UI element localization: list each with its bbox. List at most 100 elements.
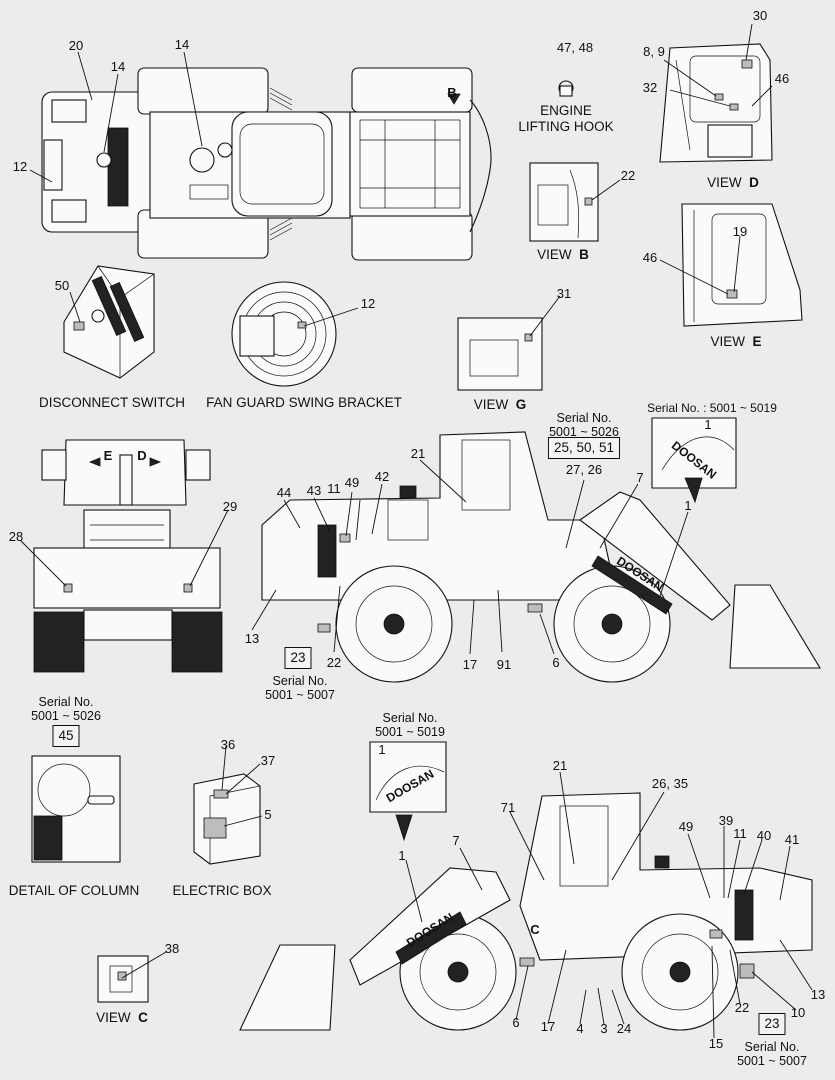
callout-l-22: 22 — [326, 655, 342, 670]
serial-brand-lower-range: 5001 ~ 5019 — [375, 725, 445, 739]
callout-r-1b: 1 — [378, 742, 386, 757]
callout-f-29: 29 — [222, 499, 238, 514]
serial-note-brand-lower: Serial No. 5001 ~ 5019 — [375, 711, 445, 739]
engine-lifting-hook-drawing — [558, 80, 574, 97]
serial-step-right-range: 5001 ~ 5007 — [737, 1054, 807, 1068]
serial-step-note-right: Serial No. 5001 ~ 5007 — [737, 1040, 807, 1068]
serial-step-right-title: Serial No. — [744, 1040, 800, 1054]
electric-box-caption: ELECTRIC BOX — [172, 883, 272, 898]
callout-l-1: 1 — [684, 498, 692, 513]
serial-brand-upper: Serial No. : 5001 ~ 5019 — [647, 401, 777, 415]
callout-r-41: 41 — [784, 832, 800, 847]
callout-top-14a: 14 — [110, 59, 126, 74]
detail-of-column-drawing — [31, 755, 121, 863]
callout-r-49: 49 — [678, 819, 694, 834]
arrow-letter-e: E — [103, 448, 113, 463]
fan-guard-drawing — [231, 281, 337, 387]
view-e-letter: E — [752, 334, 762, 349]
arrow-letter-b: B — [447, 85, 457, 100]
brand-inset-upper — [651, 417, 737, 504]
callout-r-21: 21 — [552, 758, 568, 773]
callout-top-20: 20 — [68, 38, 84, 53]
callout-r-6: 6 — [512, 1015, 520, 1030]
view-e-caption: VIEW E — [710, 334, 761, 350]
serial-column-title: Serial No. — [38, 695, 94, 709]
view-d-word: VIEW — [707, 175, 742, 190]
callout-r-2635: 26, 35 — [651, 776, 689, 791]
callout-l-13: 13 — [244, 631, 260, 646]
callout-e-19: 19 — [732, 224, 748, 239]
callout-l-11: 11 — [327, 481, 341, 496]
callout-r-10: 10 — [790, 1005, 806, 1020]
engine-lifting-hook-caption: ENGINE LIFTING HOOK — [518, 103, 614, 134]
callout-r-15: 15 — [708, 1036, 724, 1051]
view-g-letter: G — [515, 397, 527, 412]
front-view-drawing — [33, 439, 223, 673]
view-e-drawing — [681, 203, 803, 327]
callout-r-39: 39 — [718, 813, 734, 828]
right-side-view-drawing — [239, 792, 813, 1031]
callout-eb-36: 36 — [220, 737, 236, 752]
callout-r-22: 22 — [734, 1000, 750, 1015]
callout-top-14b: 14 — [174, 37, 190, 52]
callout-l-42: 42 — [374, 469, 390, 484]
serial-cab-title: Serial No. — [556, 411, 612, 425]
callout-l-6: 6 — [552, 655, 560, 670]
callout-hook-4748: 47, 48 — [556, 40, 594, 55]
arrow-letter-c: C — [530, 922, 540, 937]
callout-l-1b: 1 — [704, 417, 712, 432]
view-c-letter: C — [138, 1010, 148, 1025]
callout-vc-38: 38 — [164, 941, 180, 956]
arrow-letter-d: D — [137, 448, 147, 463]
callout-g-31: 31 — [556, 286, 572, 301]
callout-r-11: 11 — [733, 826, 747, 841]
serial-step-note-left: Serial No. 5001 ~ 5007 — [265, 674, 335, 702]
view-b-letter: B — [579, 247, 589, 262]
callout-eb-37: 37 — [260, 753, 276, 768]
left-side-view-drawing — [261, 431, 821, 683]
serial-step-left-range: 5001 ~ 5007 — [265, 688, 335, 702]
callout-r-13: 13 — [810, 987, 826, 1002]
serial-step-left-title: Serial No. — [272, 674, 328, 688]
view-b-drawing — [529, 162, 599, 242]
view-b-word: VIEW — [537, 247, 572, 262]
serial-note-column: Serial No. 5001 ~ 5026 — [31, 695, 101, 723]
view-g-word: VIEW — [473, 397, 509, 412]
callout-d-30: 30 — [752, 8, 768, 23]
callout-d-46: 46 — [774, 71, 790, 86]
disconnect-switch-caption: DISCONNECT SWITCH — [38, 395, 186, 410]
callout-r-71: 71 — [500, 800, 516, 815]
view-g-caption: VIEW G — [474, 397, 527, 413]
view-c-drawing — [97, 955, 149, 1003]
leader-lines — [19, 23, 813, 1039]
electric-box-drawing — [193, 773, 261, 865]
callout-d-89: 8, 9 — [643, 44, 665, 59]
callout-eb-5: 5 — [264, 807, 272, 822]
callout-d-32: 32 — [642, 80, 658, 95]
callout-l-91: 91 — [496, 657, 512, 672]
callout-fg-12: 12 — [360, 296, 376, 311]
callout-r-7: 7 — [452, 833, 460, 848]
brand-inset-lower — [369, 741, 447, 842]
callout-l-2726: 27, 26 — [565, 462, 603, 477]
callout-l-21: 21 — [410, 446, 426, 461]
serial-brand-lower-title: Serial No. — [382, 711, 438, 725]
view-b-caption: VIEW B — [537, 247, 589, 263]
view-e-word: VIEW — [710, 334, 745, 349]
callout-ds-50: 50 — [54, 278, 70, 293]
callout-l-43: 43 — [306, 483, 322, 498]
callout-l-17: 17 — [462, 657, 478, 672]
serial-note-cab: Serial No. 5001 ~ 5026 — [549, 411, 619, 439]
serial-column-box: 45 — [52, 725, 80, 747]
callout-r-3: 3 — [600, 1021, 608, 1036]
view-g-drawing — [457, 317, 543, 391]
serial-column-range: 5001 ~ 5026 — [31, 709, 101, 723]
serial-cab-range: 5001 ~ 5026 — [549, 425, 619, 439]
callout-r-24: 24 — [616, 1021, 632, 1036]
serial-step-box-left: 23 — [284, 647, 312, 669]
detail-column-caption: DETAIL OF COLUMN — [8, 883, 140, 898]
callout-r-1: 1 — [398, 848, 406, 863]
callout-r-17: 17 — [540, 1019, 556, 1034]
